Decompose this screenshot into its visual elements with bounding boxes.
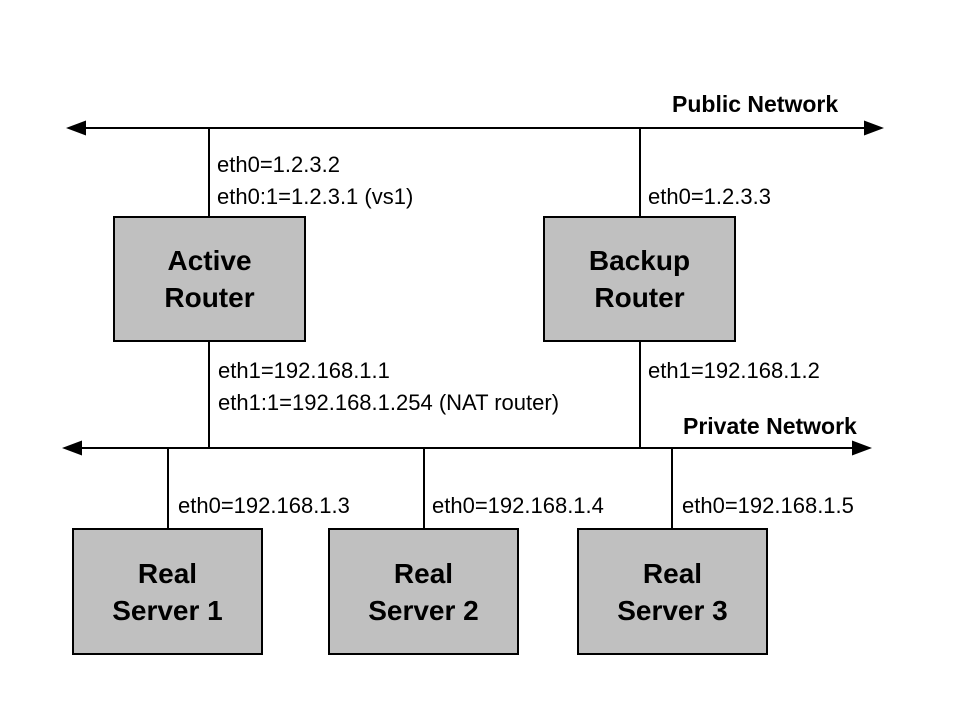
backup-router-name-line1: Backup [588,245,691,276]
real-server-1-eth0-label: eth0=192.168.1.3 [178,493,350,518]
real-server-1-name-line1: Real [137,557,198,589]
real-server-3-eth0-label: eth0=192.168.1.5 [682,493,854,518]
active-router-eth0-alias-label: eth0:1=1.2.3.1 (vs1) [217,184,414,209]
active-router-eth1-alias-label: eth1:1=192.168.1.254 (NAT router) [218,390,560,415]
active-router-node: Active Router [113,216,306,342]
real-server-3-name-line2: Server 3 [617,594,728,626]
active-router-name-line2: Router [164,282,255,313]
real-server-1-node: Real Server 1 [72,528,263,655]
private-network-left-arrow-icon [62,440,82,456]
public-network-left-arrow-icon [66,120,86,136]
real-server-3-node: Real Server 3 [577,528,768,655]
active-router-name-line1: Active [167,245,252,276]
public-network-right-arrow-icon [864,120,884,136]
active-router-eth1-label: eth1=192.168.1.1 [218,358,390,383]
real-server-1-name-line2: Server 1 [112,594,223,626]
backup-router-name-line2: Router [594,282,685,313]
active-router-eth0-label: eth0=1.2.3.2 [217,152,340,177]
real-server-2-node: Real Server 2 [328,528,519,655]
real-server-3-name-line1: Real [642,557,703,589]
backup-router-node: Backup Router [543,216,736,342]
real-server-2-name-line1: Real [393,557,454,589]
public-network-label: Public Network [672,91,839,117]
backup-router-eth1-label: eth1=192.168.1.2 [648,358,820,383]
private-network-right-arrow-icon [852,440,872,456]
real-server-2-eth0-label: eth0=192.168.1.4 [432,493,604,518]
backup-router-eth0-label: eth0=1.2.3.3 [648,184,771,209]
private-network-label: Private Network [683,413,857,439]
real-server-2-name-line2: Server 2 [368,594,479,626]
